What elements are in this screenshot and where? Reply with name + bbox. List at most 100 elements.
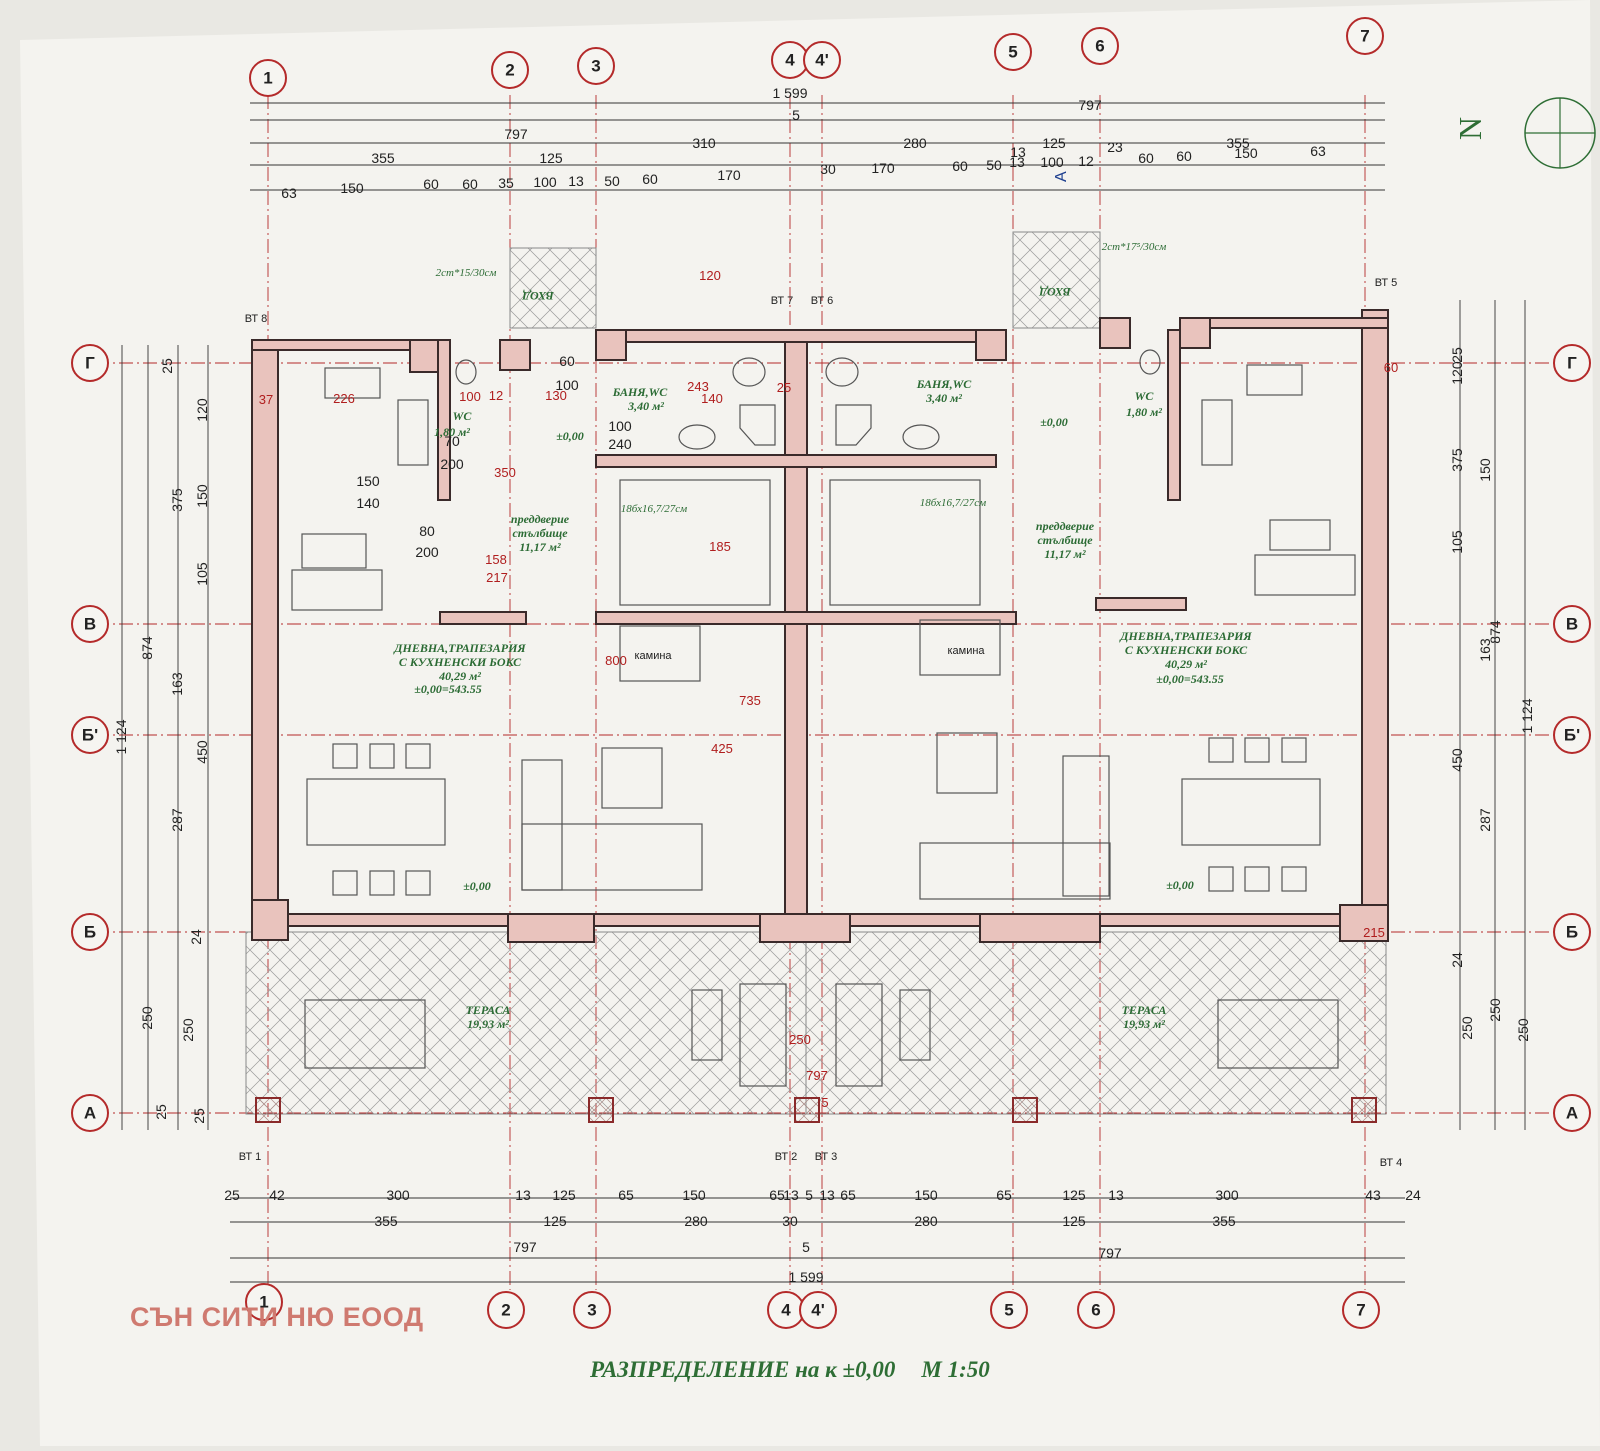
fireplace-left: камина	[634, 650, 672, 662]
top-row4-17: 60	[1138, 150, 1154, 166]
left-mid-0: 874	[139, 636, 155, 660]
bench-mark-8: ВТ 8	[245, 313, 268, 325]
axis-left-0: Г	[71, 344, 109, 382]
fireplace-right: камина	[947, 645, 985, 657]
left-mid-2: 25	[153, 1104, 169, 1120]
room-left-living-name: ДНЕВНА,ТРАПЕЗАРИЯ	[393, 641, 526, 655]
stair-flight-left: 18бх16,7/27см	[621, 503, 687, 515]
top-row3-5: 355	[1226, 135, 1250, 151]
interior-dim-19: 797	[806, 1068, 828, 1083]
top-half-1: 797	[504, 126, 528, 142]
bottom-row1-14: 125	[1062, 1187, 1086, 1203]
axis-right-0: Г	[1553, 344, 1591, 382]
right-inner-7: 287	[1477, 808, 1493, 832]
door-dim-4: 70	[444, 433, 460, 449]
axis-bottom-6-label: 6	[1091, 1301, 1100, 1320]
room-left-wc-name: WC	[453, 409, 473, 423]
bench-mark-6: ВТ 6	[811, 295, 834, 307]
top-half-2: 797	[1078, 97, 1102, 113]
level-mark-1: ±0,00	[556, 429, 584, 443]
left-inner-4: 105	[194, 562, 210, 586]
interior-dim-1: 100	[459, 389, 481, 404]
top-row4-15: 100	[1040, 154, 1064, 170]
drawing-title-text: РАЗПРЕДЕЛЕНИЕ на к ±0,00	[590, 1357, 896, 1382]
axis-top-5-label: 5	[1008, 43, 1017, 62]
level-mark-3: ±0,00	[463, 879, 491, 893]
level-mark-2: ±0,00	[1040, 415, 1068, 429]
interior-dim-16: 60	[1384, 360, 1398, 375]
room-left-living-area: 40,29 м²	[438, 669, 481, 683]
interior-dim-13: 350	[494, 465, 516, 480]
door-dim-3: 200	[415, 544, 439, 560]
right-inner-3: 150	[1477, 458, 1493, 482]
room-left-hall-name: преддверие	[511, 512, 570, 526]
top-row4-10: 30	[820, 161, 836, 177]
right-mid-0: 874	[1487, 620, 1503, 644]
bottom-row2-6: 355	[1212, 1213, 1236, 1229]
axis-top-0: 1	[249, 59, 287, 97]
top-row4-0: 63	[281, 185, 297, 201]
top-row3-small-0: 13	[1010, 144, 1026, 160]
top-row3-4: 125	[1042, 135, 1066, 151]
top-row4-16: 12	[1078, 153, 1094, 169]
left-outer: 1 124	[113, 719, 129, 754]
room-right-hall-area: 11,17 м²	[1044, 547, 1086, 561]
furniture	[291, 349, 1356, 1087]
axis-left-2: Б'	[71, 716, 109, 754]
columns	[255, 1097, 1377, 1123]
left-inner-0: 25	[159, 358, 175, 374]
top-row4-20: 63	[1310, 143, 1326, 159]
right-inner-8: 24	[1449, 952, 1465, 968]
bottom-half-1: 797	[513, 1239, 537, 1255]
left-inner-1: 120	[194, 398, 210, 422]
axis-right-2-label: Б'	[1564, 726, 1580, 745]
axis-left-3: Б	[71, 913, 109, 951]
bottom-row1-1: 42	[269, 1187, 285, 1203]
axis-top-4-label: 4'	[815, 51, 829, 70]
right-inner-1: 120	[1449, 361, 1465, 385]
axis-top-2: 3	[577, 47, 615, 85]
room-right-hall-sub: стълбище	[1037, 533, 1093, 547]
interior-dim-12: 158	[485, 552, 507, 567]
room-left-living-level: ±0,00=543.55	[414, 682, 481, 696]
axis-markers-left: ГВБ'БА	[71, 344, 109, 1132]
drawing-scale: М 1:50	[921, 1357, 990, 1382]
axis-bottom-4: 4'	[799, 1291, 837, 1329]
room-right-terrace-area: 19,93 м²	[1123, 1017, 1165, 1031]
room-left-terrace-name: ТЕРАСА	[466, 1003, 511, 1017]
top-row4-18: 60	[1176, 148, 1192, 164]
room-right-living-level: ±0,00=543.55	[1156, 672, 1223, 686]
terrace-left	[245, 931, 807, 1115]
interior-dim-10: 185	[709, 539, 731, 554]
bench-mark-1: ВТ 1	[239, 1151, 262, 1163]
right-inner-5: 163	[1477, 638, 1493, 662]
stair-flight-right: 18бх16,7/27см	[920, 497, 986, 509]
bottom-row1-17: 43	[1365, 1187, 1381, 1203]
right-inner-9: 250	[1459, 1016, 1475, 1040]
axis-bottom-1: 2	[487, 1291, 525, 1329]
entrance-right-label: ВХОД	[1038, 285, 1071, 299]
dimension-lines	[121, 102, 1526, 1283]
interior-dim-11: 217	[486, 570, 508, 585]
top-row4-12: 60	[952, 158, 968, 174]
axis-right-3: Б	[1553, 913, 1591, 951]
axis-bottom-3: 4	[767, 1291, 805, 1329]
top-total: 1 599	[772, 85, 807, 101]
axis-right-2: Б'	[1553, 716, 1591, 754]
room-left-living-sub: С КУХНЕНСКИ БОКС	[399, 655, 522, 669]
bottom-row1-12: 150	[914, 1187, 938, 1203]
axis-left-3-label: Б	[84, 923, 96, 942]
section-mark: A	[1053, 171, 1070, 182]
axis-bottom-2: 3	[573, 1291, 611, 1329]
bottom-row2-3: 30	[782, 1213, 798, 1229]
axis-left-1-label: В	[84, 615, 96, 634]
axis-right-0-label: Г	[1567, 354, 1577, 373]
top-row3-0: 355	[371, 150, 395, 166]
walls	[251, 309, 1389, 943]
axis-markers-right: ГВБ'БА	[1553, 344, 1591, 1132]
door-dim-9: 100	[555, 377, 579, 393]
bottom-row1-15: 13	[1108, 1187, 1124, 1203]
bench-mark-3: ВТ 3	[815, 1151, 838, 1163]
